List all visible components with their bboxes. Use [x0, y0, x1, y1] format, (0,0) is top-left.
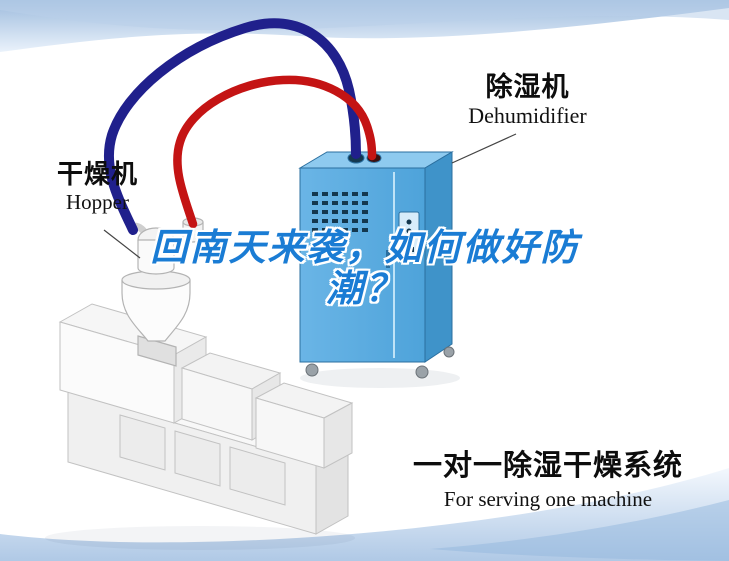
dehumidifier-shadow	[300, 368, 460, 388]
system-caption-cn: 一对一除湿干燥系统	[412, 450, 683, 482]
headline: 回南天来袭，如何做好防 潮？	[30, 227, 700, 309]
leader-lines	[103, 133, 517, 259]
machine-shadow	[45, 526, 355, 550]
background-swoosh-top	[0, 0, 729, 52]
headline-line-2: 潮？	[326, 267, 404, 309]
hopper-label-cn: 干燥机	[56, 159, 138, 189]
system-caption-en: For serving one machine	[443, 487, 653, 512]
control-panel-icon	[398, 211, 420, 259]
headline-line-1: 回南天来袭，如何做好防	[150, 227, 580, 268]
system-caption: 一对一除湿干燥系统 For serving one machine	[398, 450, 698, 513]
hopper-leader-line	[103, 229, 141, 259]
background-swoosh-bottom	[0, 468, 729, 561]
injection-molding-machine-icon	[58, 303, 354, 535]
hopper-label-en: Hopper	[66, 189, 129, 214]
caster-wheels-icon	[305, 346, 455, 379]
dehumidifier-cabinet-icon	[298, 151, 455, 379]
door-handle-icon	[386, 250, 390, 268]
dehumidifier-label-cn: 除湿机	[485, 72, 570, 102]
supply-air-hose-icon	[173, 75, 377, 229]
dehumidifier-label: 除湿机 Dehumidifier	[440, 72, 615, 129]
dehumidifier-label-en: Dehumidifier	[468, 103, 587, 129]
dehumidifier-leader-line	[451, 133, 517, 164]
hopper-label: 干燥机 Hopper	[40, 159, 155, 215]
air-hoses	[103, 18, 377, 235]
